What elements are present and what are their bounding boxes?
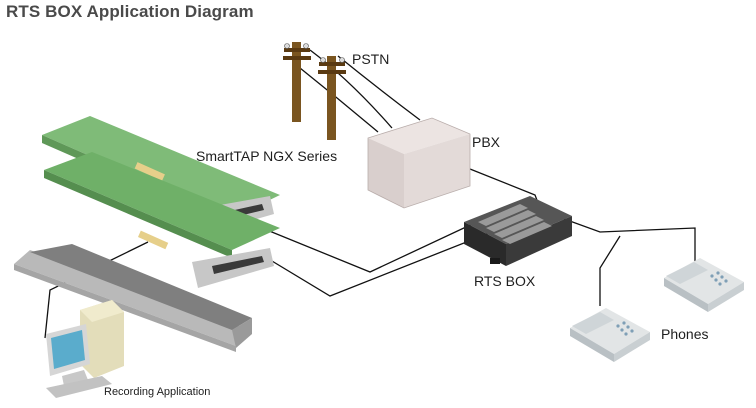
- phone1-drop-wire: [599, 235, 621, 306]
- pstn-to-pbx-wire-3: [299, 67, 379, 133]
- rtsbox-label: RTS BOX: [474, 273, 536, 289]
- rack-tray: [14, 244, 252, 352]
- smarttap-label: SmartTAP NGX Series: [196, 148, 338, 164]
- phones-label: Phones: [661, 326, 709, 342]
- phone-left: [570, 308, 650, 362]
- recording-label: Recording Application: [104, 386, 211, 398]
- rtsbox-to-card-wire-1: [261, 211, 499, 273]
- smarttap-card-lower: [44, 152, 280, 288]
- card-to-pc-wire: [44, 241, 149, 339]
- rtsbox-to-phones-wire: [544, 211, 696, 262]
- telephone-poles: [283, 42, 346, 140]
- pstn-to-pbx-wire-2: [337, 55, 421, 121]
- phone-right: [664, 258, 744, 312]
- pstn-to-pbx-wire: [309, 49, 393, 129]
- diagram-title: RTS BOX Application Diagram: [6, 2, 254, 21]
- pbx-cube: [367, 117, 471, 209]
- pbx-label: PBX: [472, 134, 501, 150]
- recording-pc: [46, 300, 124, 398]
- pstn-label: PSTN: [352, 51, 390, 67]
- rts-box-device: [464, 196, 572, 266]
- rtsbox-to-card-wire-2: [261, 223, 513, 297]
